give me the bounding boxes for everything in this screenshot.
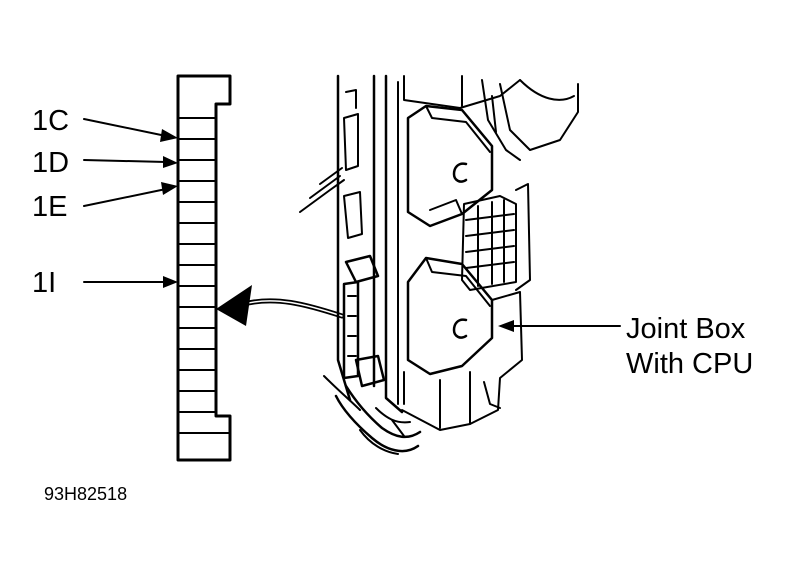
- pin-label-group-1i: 1I: [32, 267, 178, 299]
- pin-label-1c: 1C: [32, 105, 69, 137]
- connector-cavities: [177, 117, 231, 434]
- connector-pointer-arrow: [216, 285, 345, 326]
- rail-clips: [299, 89, 363, 239]
- harness-connector: [342, 254, 386, 388]
- pin-label-group-1e: 1E: [32, 182, 178, 223]
- upper-mount-boss: [406, 104, 494, 228]
- arrowhead-1e: [161, 182, 178, 195]
- lower-mount-boss: [406, 256, 494, 376]
- arrowhead-1d: [163, 156, 178, 168]
- joint-box-callout: Joint Box With CPU: [498, 313, 753, 380]
- component-label-line2: With CPU: [626, 348, 753, 380]
- joint-box-assembly: [299, 74, 579, 455]
- pointer-arrowhead: [216, 285, 252, 326]
- wire-harness: [323, 375, 422, 455]
- arrowhead-1i: [163, 276, 178, 288]
- figure-id: 93H82518: [44, 484, 127, 504]
- pin-label-group-1c: 1C: [32, 105, 178, 142]
- pin-label-1e: 1E: [32, 191, 67, 223]
- arrowhead-joint-box: [498, 320, 514, 332]
- connector-face: [176, 74, 232, 462]
- pin-label-1d: 1D: [32, 147, 69, 179]
- relay-cluster: [461, 183, 531, 291]
- arrowhead-1c: [160, 129, 178, 142]
- pin-label-group-1d: 1D: [32, 147, 178, 179]
- lower-housing: [401, 291, 523, 431]
- component-label-line1: Joint Box: [626, 313, 746, 345]
- top-bracket: [403, 75, 579, 161]
- pin-label-1i: 1I: [32, 267, 56, 299]
